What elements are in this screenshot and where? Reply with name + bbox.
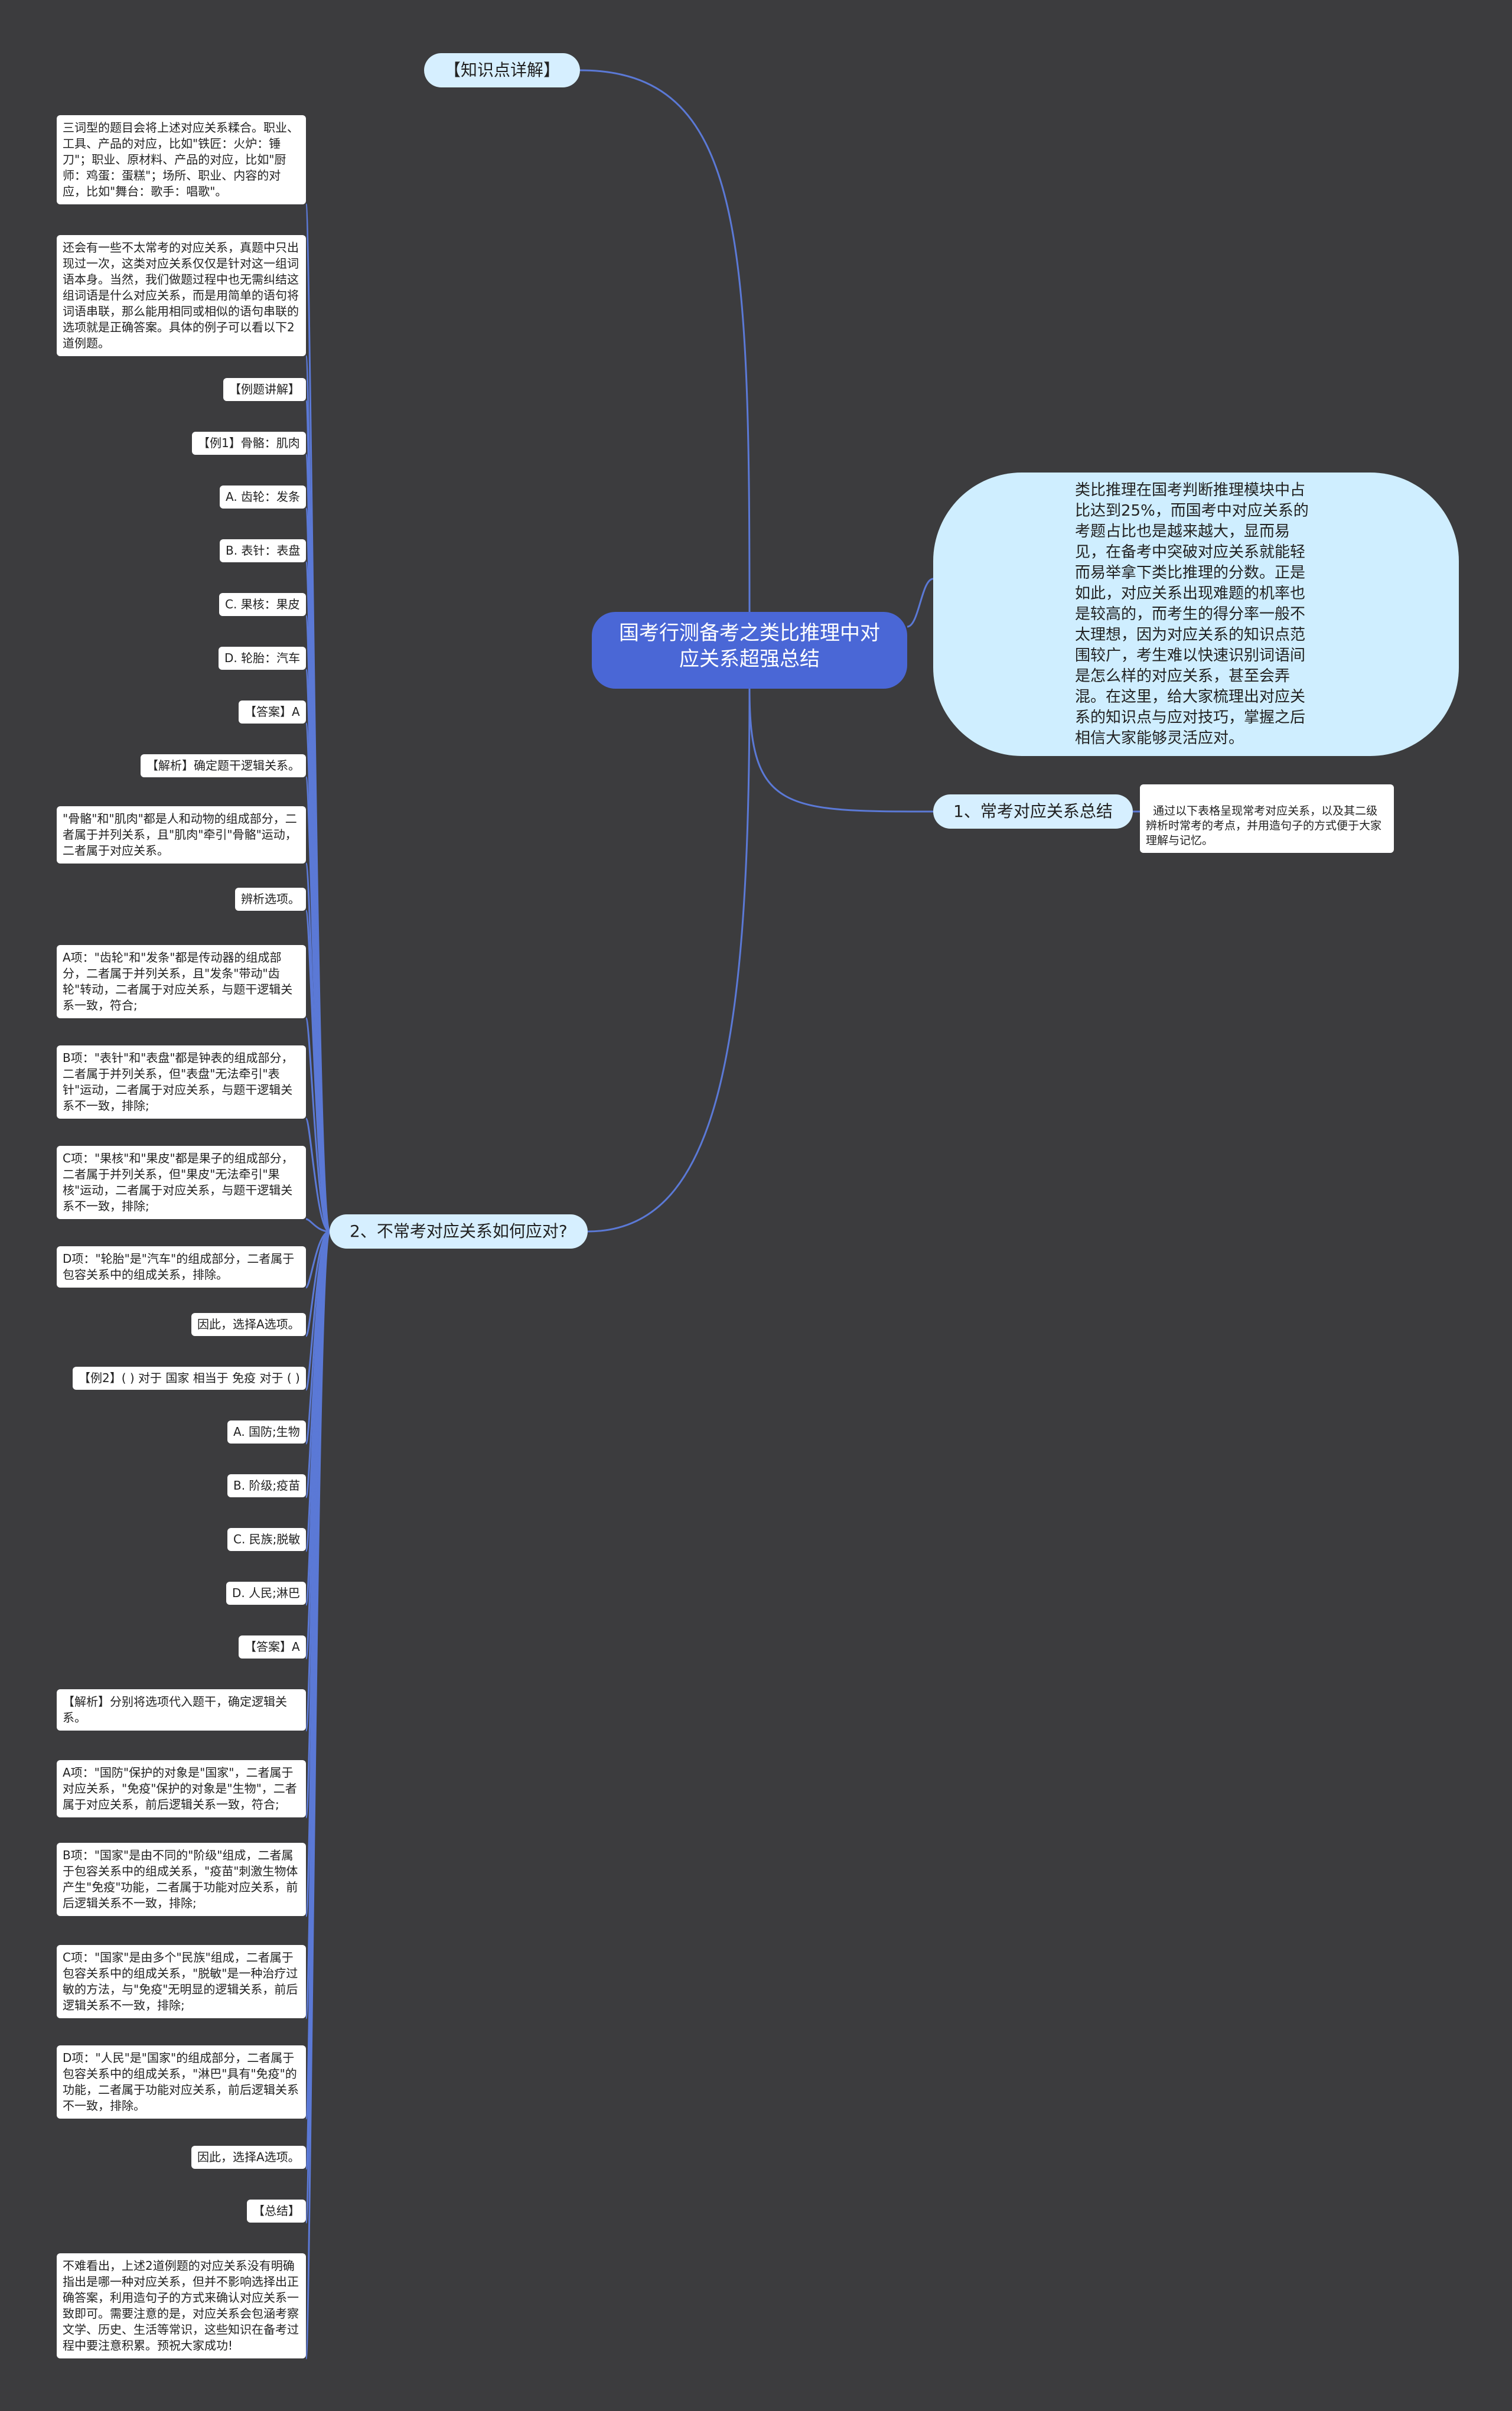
leaf-node: 【总结】 — [247, 2200, 306, 2223]
leaf-text: C项："国家"是由多个"民族"组成，二者属于包容关系中的组成关系，"脱敏"是一种… — [63, 1950, 298, 2012]
leaf-text: A项："齿轮"和"发条"都是传动器的组成部分，二者属于并列关系，且"发条"带动"… — [63, 950, 293, 1012]
leaf-text: 【解析】分别将选项代入题干，确定逻辑关系。 — [63, 1695, 287, 1725]
intro-text: 类比推理在国考判断推理模块中占比达到25%，而国考中对应关系的考题占比也是越来越… — [1075, 481, 1309, 747]
leaf-text: D. 人民;淋巴 — [232, 1586, 300, 1600]
leaf-text: 不难看出，上述2道例题的对应关系没有明确指出是哪一种对应关系，但并不影响选择出正… — [63, 2259, 299, 2353]
connector-line — [748, 688, 934, 813]
leaf-text: A项："国防"保护的对象是"国家"，二者属于对应关系，"免疫"保护的对象是"生物… — [63, 1765, 297, 1811]
leaf-text: B项："国家"是由不同的"阶级"组成，二者属于包容关系中的组成关系，"疫苗"刺激… — [63, 1848, 298, 1910]
leaf-node: "骨骼"和"肌肉"都是人和动物的组成部分，二者属于并列关系，且"肌肉"牵引"骨骼… — [57, 806, 306, 864]
leaf-node: A项："齿轮"和"发条"都是传动器的组成部分，二者属于并列关系，且"发条"带动"… — [57, 945, 306, 1018]
connector-line — [907, 578, 934, 628]
leaf-text: B项："表针"和"表盘"都是钟表的组成部分，二者属于并列关系，但"表盘"无法牵引… — [63, 1051, 294, 1113]
leaf-node: 因此，选择A选项。 — [191, 2146, 306, 2169]
leaf-node: D项："轮胎"是"汽车"的组成部分，二者属于包容关系中的组成关系，排除。 — [57, 1246, 306, 1288]
leaf-node: C项："国家"是由多个"民族"组成，二者属于包容关系中的组成关系，"脱敏"是一种… — [57, 1945, 306, 2018]
leaf-text: D项："轮胎"是"汽车"的组成部分，二者属于包容关系中的组成关系，排除。 — [63, 1252, 295, 1282]
leaf-node: B项："表针"和"表盘"都是钟表的组成部分，二者属于并列关系，但"表盘"无法牵引… — [57, 1045, 306, 1119]
leaf-text: 【例题讲解】 — [229, 382, 300, 396]
leaf-text: 【答案】A — [245, 1640, 300, 1654]
leaf-node: 【例1】骨骼：肌肉 — [192, 432, 306, 455]
leaf-node: B项："国家"是由不同的"阶级"组成，二者属于包容关系中的组成关系，"疫苗"刺激… — [57, 1843, 306, 1916]
leaf-text: A. 国防;生物 — [233, 1425, 300, 1439]
leaf-text: 【总结】 — [253, 2204, 300, 2218]
leaf-text: 还会有一些不太常考的对应关系，真题中只出现过一次，这类对应关系仅仅是针对这一组词… — [63, 240, 299, 350]
note-text: 通过以下表格呈现常考对应关系，以及其二级辨析时常考的考点，并用造句子的方式便于大… — [1146, 804, 1382, 847]
leaf-text: 【例1】骨骼：肌肉 — [198, 436, 300, 450]
leaf-node: B. 表针：表盘 — [220, 539, 307, 562]
leaf-text: 【例2】( ) 对于 国家 相当于 免疫 对于 ( ) — [79, 1371, 300, 1385]
branch-label: 2、不常考对应关系如何应对? — [350, 1221, 568, 1241]
branch-common-relations[interactable]: 1、常考对应关系总结 — [933, 794, 1133, 829]
leaf-node: D. 人民;淋巴 — [226, 1582, 306, 1605]
root-title: 国考行测备考之类比推理中对应关系超强总结 — [619, 621, 880, 671]
leaf-text: 因此，选择A选项。 — [197, 1317, 300, 1331]
leaf-node: 【例2】( ) 对于 国家 相当于 免疫 对于 ( ) — [73, 1367, 306, 1390]
leaf-text: A. 齿轮：发条 — [226, 490, 301, 504]
branch-common-relations-note: 通过以下表格呈现常考对应关系，以及其二级辨析时常考的考点，并用造句子的方式便于大… — [1140, 784, 1394, 853]
leaf-node: 因此，选择A选项。 — [191, 1313, 306, 1336]
leaf-node: C. 民族;脱敏 — [227, 1528, 307, 1551]
leaf-text: D项："人民"是"国家"的组成部分，二者属于包容关系中的组成关系，"淋巴"具有"… — [63, 2051, 299, 2113]
connector-line — [305, 910, 331, 1233]
branch-knowledge-detail[interactable]: 【知识点详解】 — [424, 53, 581, 87]
leaf-text: 辨析选项。 — [241, 892, 300, 906]
connector-line — [579, 69, 751, 618]
leaf-text: B. 阶级;疫苗 — [233, 1478, 301, 1493]
leaf-text: B. 表针：表盘 — [226, 543, 301, 558]
intro-bubble[interactable]: 类比推理在国考判断推理模块中占比达到25%，而国考中对应关系的考题占比也是越来越… — [933, 473, 1459, 756]
leaf-node: A项："国防"保护的对象是"国家"，二者属于对应关系，"免疫"保护的对象是"生物… — [57, 1760, 306, 1817]
leaf-text: 因此，选择A选项。 — [197, 2150, 300, 2164]
root-topic[interactable]: 国考行测备考之类比推理中对应关系超强总结 — [592, 612, 907, 689]
connector-line — [305, 1230, 331, 2360]
leaf-node: 三词型的题目会将上述对应关系糅合。职业、工具、产品的对应，比如"铁匠：火炉：锤刀… — [57, 115, 306, 204]
leaf-text: 【答案】A — [245, 705, 300, 719]
leaf-text: 【解析】确定题干逻辑关系。 — [146, 758, 300, 773]
branch-uncommon-relations[interactable]: 2、不常考对应关系如何应对? — [330, 1214, 588, 1249]
leaf-node: 辨析选项。 — [235, 888, 306, 911]
leaf-node: 【例题讲解】 — [223, 378, 306, 401]
leaf-text: 三词型的题目会将上述对应关系糅合。职业、工具、产品的对应，比如"铁匠：火炉：锤刀… — [63, 120, 299, 198]
connector-line — [587, 688, 751, 1233]
leaf-node: A. 国防;生物 — [227, 1420, 306, 1444]
leaf-node: A. 齿轮：发条 — [220, 486, 307, 509]
connector-line — [305, 1017, 331, 1233]
connector-line — [305, 1117, 330, 1233]
leaf-text: C项："果核"和"果皮"都是果子的组成部分，二者属于并列关系，但"果皮"无法牵引… — [63, 1151, 294, 1213]
leaf-node: B. 阶级;疫苗 — [227, 1474, 307, 1497]
branch-label: 【知识点详解】 — [444, 60, 561, 80]
leaf-node: 【解析】确定题干逻辑关系。 — [141, 754, 306, 777]
leaf-text: "骨骼"和"肌肉"都是人和动物的组成部分，二者属于并列关系，且"肌肉"牵引"骨骼… — [63, 812, 297, 858]
leaf-node: 【答案】A — [239, 701, 306, 724]
leaf-node: 【解析】分别将选项代入题干，确定逻辑关系。 — [57, 1689, 306, 1731]
leaf-text: D. 轮胎：汽车 — [224, 651, 301, 665]
leaf-node: 不难看出，上述2道例题的对应关系没有明确指出是哪一种对应关系，但并不影响选择出正… — [57, 2253, 306, 2358]
leaf-node: D. 轮胎：汽车 — [219, 647, 307, 670]
leaf-node: C项："果核"和"果皮"都是果子的组成部分，二者属于并列关系，但"果皮"无法牵引… — [57, 1146, 306, 1219]
leaf-node: 还会有一些不太常考的对应关系，真题中只出现过一次，这类对应关系仅仅是针对这一组词… — [57, 235, 306, 356]
leaf-node: C. 果核：果皮 — [219, 593, 306, 616]
leaf-text: C. 果核：果皮 — [225, 597, 300, 611]
branch-label: 1、常考对应关系总结 — [953, 802, 1113, 821]
leaf-node: D项："人民"是"国家"的组成部分，二者属于包容关系中的组成关系，"淋巴"具有"… — [57, 2045, 306, 2119]
leaf-text: C. 民族;脱敏 — [233, 1532, 301, 1546]
connector-line — [305, 1218, 330, 1233]
leaf-node: 【答案】A — [239, 1635, 306, 1659]
